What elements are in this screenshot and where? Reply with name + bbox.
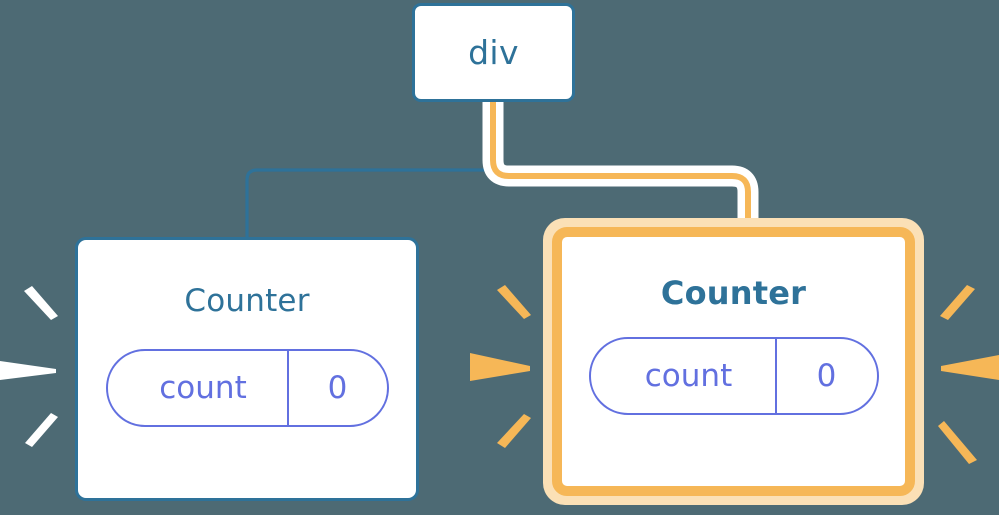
- counter-left-title: Counter: [184, 283, 310, 319]
- spark-ray-orange-lower-left: [497, 414, 531, 448]
- spark-ray-white-upper-left: [24, 286, 58, 320]
- counter-right-state-value: 0: [774, 339, 877, 413]
- connector-div-to-counter-right: [490, 98, 751, 243]
- spark-ray-orange-mid-right: [941, 355, 999, 380]
- counter-left-state-pill[interactable]: count 0: [105, 349, 389, 427]
- node-div-label: div: [468, 33, 519, 72]
- spark-rays-left-counter: [0, 286, 58, 447]
- counter-left-state-key: count: [159, 369, 247, 406]
- spark-rays-right-counter-left: [470, 285, 531, 448]
- counter-right-state-key: count: [644, 357, 733, 394]
- node-counter-right[interactable]: Counter count 0: [552, 227, 915, 496]
- spark-ray-white-mid-left: [0, 361, 56, 380]
- spark-ray-orange-upper-left: [497, 285, 531, 319]
- node-counter-right-glow: Counter count 0: [543, 218, 924, 505]
- counter-right-title: Counter: [660, 274, 807, 312]
- counter-right-state-pill[interactable]: count 0: [588, 337, 879, 415]
- spark-rays-right-counter-right: [938, 285, 999, 464]
- counter-left-state-value: 0: [286, 351, 387, 425]
- spark-ray-orange-mid-left: [470, 353, 530, 381]
- connector-div-to-counter-left: [245, 99, 495, 242]
- spark-ray-orange-lower-right: [938, 421, 977, 464]
- spark-ray-white-lower-left: [25, 413, 58, 447]
- node-div[interactable]: div: [412, 3, 575, 102]
- node-counter-left[interactable]: Counter count 0: [75, 237, 419, 501]
- spark-ray-orange-upper-right: [940, 285, 975, 320]
